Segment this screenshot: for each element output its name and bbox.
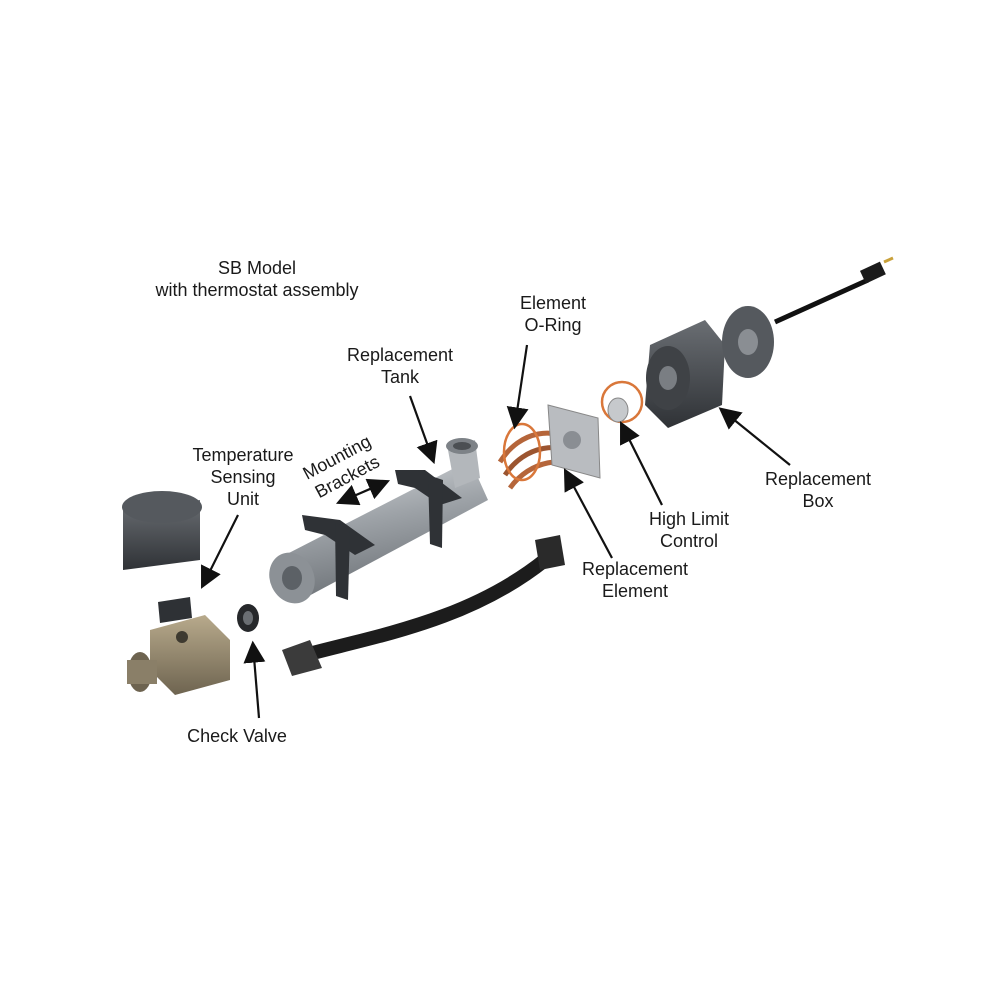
arrow-replacement-tank (408, 395, 438, 465)
label-element-oring: Element O-Ring (520, 292, 586, 336)
hose (282, 535, 565, 676)
label-replacement-tank: Replacement Tank (347, 344, 453, 388)
high-limit-control (600, 380, 644, 424)
label-line: Unit (226, 489, 259, 509)
diagram-title: SB Model with thermostat assembly (155, 257, 358, 301)
label-line: Box (802, 491, 834, 511)
replacement-box (645, 306, 774, 428)
arrow-replacement-element (563, 468, 613, 559)
arrow-replacement-box (718, 407, 791, 466)
label-line: Temperature (192, 445, 294, 465)
label-line: Replacement (346, 345, 454, 365)
label-replacement-element: Replacement Element (582, 558, 688, 602)
label-line: Replacement (764, 469, 872, 489)
label-check-valve: Check Valve (187, 725, 287, 747)
title-line-2: with thermostat assembly (155, 280, 359, 300)
label-replacement-box: Replacement Box (765, 468, 871, 512)
mounting-brackets (302, 470, 462, 600)
arrow-element-oring (506, 344, 529, 430)
label-line: Check Valve (187, 726, 287, 746)
label-line: Control (659, 531, 719, 551)
label-line: High Limit (648, 509, 730, 529)
check-valve-assembly (127, 604, 259, 695)
label-line: Element (601, 581, 669, 601)
label-line: Replacement (581, 559, 689, 579)
arrow-high-limit-control (620, 421, 663, 506)
arrow-check-valve (243, 640, 266, 719)
title-line-1: SB Model (217, 258, 297, 278)
arrow-temperature-sensing (201, 514, 239, 589)
replacement-element (497, 404, 601, 490)
arrow-mounting-brackets (335, 478, 391, 506)
label-line: Tank (380, 367, 420, 387)
power-cord (773, 256, 894, 325)
label-line: O-Ring (524, 315, 582, 335)
label-line: Sensing (210, 467, 276, 487)
temperature-sensing-unit (122, 491, 202, 623)
label-line: Element (519, 293, 587, 313)
label-high-limit-control: High Limit Control (649, 508, 729, 552)
label-temperature-sensing-unit: Temperature Sensing Unit (192, 444, 293, 510)
